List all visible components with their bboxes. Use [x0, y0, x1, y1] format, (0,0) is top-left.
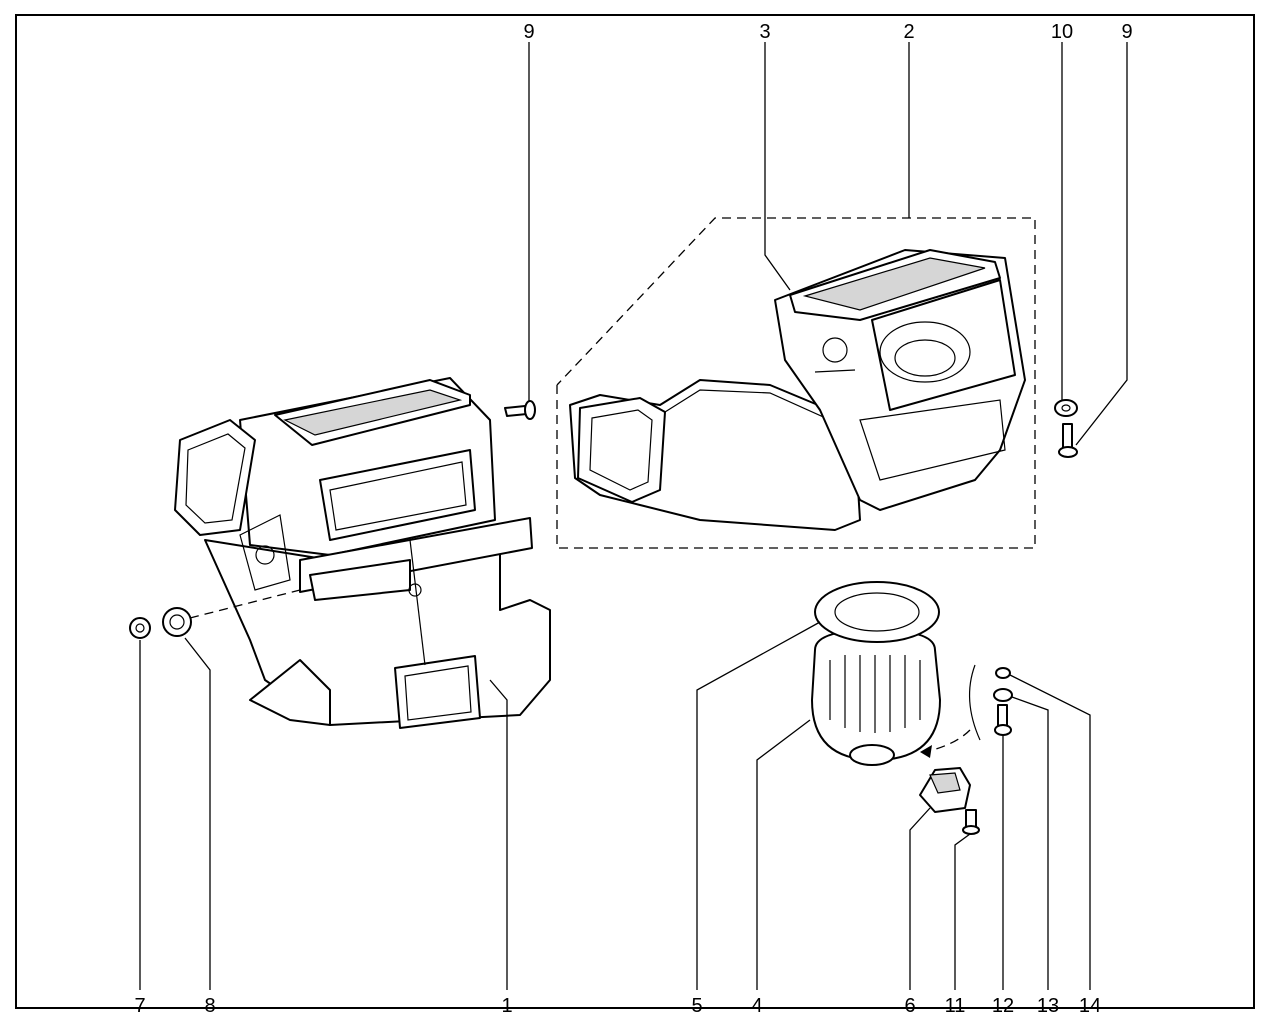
callout-labels: 9 3 2 10 9 7 8 1 5 4 6 11 12 13 14 — [134, 21, 1132, 1017]
callout-8: 8 — [204, 995, 215, 1017]
heater-housing — [174, 377, 551, 729]
washer-10 — [1054, 399, 1078, 417]
nut-14 — [995, 667, 1011, 679]
fan-blades — [829, 655, 921, 733]
assembly-kit-outline — [556, 217, 1036, 549]
screw-9-left — [504, 400, 536, 420]
callout-11: 11 — [945, 995, 966, 1017]
blower-case — [774, 249, 1026, 511]
diagram-frame — [15, 14, 1255, 1009]
callout-1: 1 — [501, 995, 512, 1017]
callout-6: 6 — [904, 995, 915, 1017]
callout-14: 14 — [1079, 995, 1101, 1017]
leader-lines — [139, 42, 1128, 990]
blower-motor — [811, 581, 941, 766]
fastener-7 — [129, 617, 151, 639]
callout-2: 2 — [903, 21, 914, 43]
screw-9-right — [1058, 423, 1078, 458]
fastener-axis — [189, 589, 301, 619]
callout-3: 3 — [759, 21, 770, 43]
fastener-8 — [162, 607, 192, 637]
callout-13: 13 — [1037, 995, 1059, 1017]
screw-12 — [994, 704, 1012, 736]
callout-12: 12 — [992, 995, 1014, 1017]
callout-9-top-left: 9 — [523, 21, 534, 43]
callout-7: 7 — [134, 995, 145, 1017]
callout-4: 4 — [751, 995, 762, 1017]
washer-13 — [993, 688, 1013, 702]
callout-5: 5 — [691, 995, 702, 1017]
resistor — [919, 767, 971, 813]
arrow-head-icon — [920, 745, 932, 758]
callout-10: 10 — [1051, 21, 1073, 43]
screw-11 — [962, 809, 980, 835]
motor-arc — [968, 664, 981, 741]
callout-9-top-right: 9 — [1121, 21, 1132, 43]
